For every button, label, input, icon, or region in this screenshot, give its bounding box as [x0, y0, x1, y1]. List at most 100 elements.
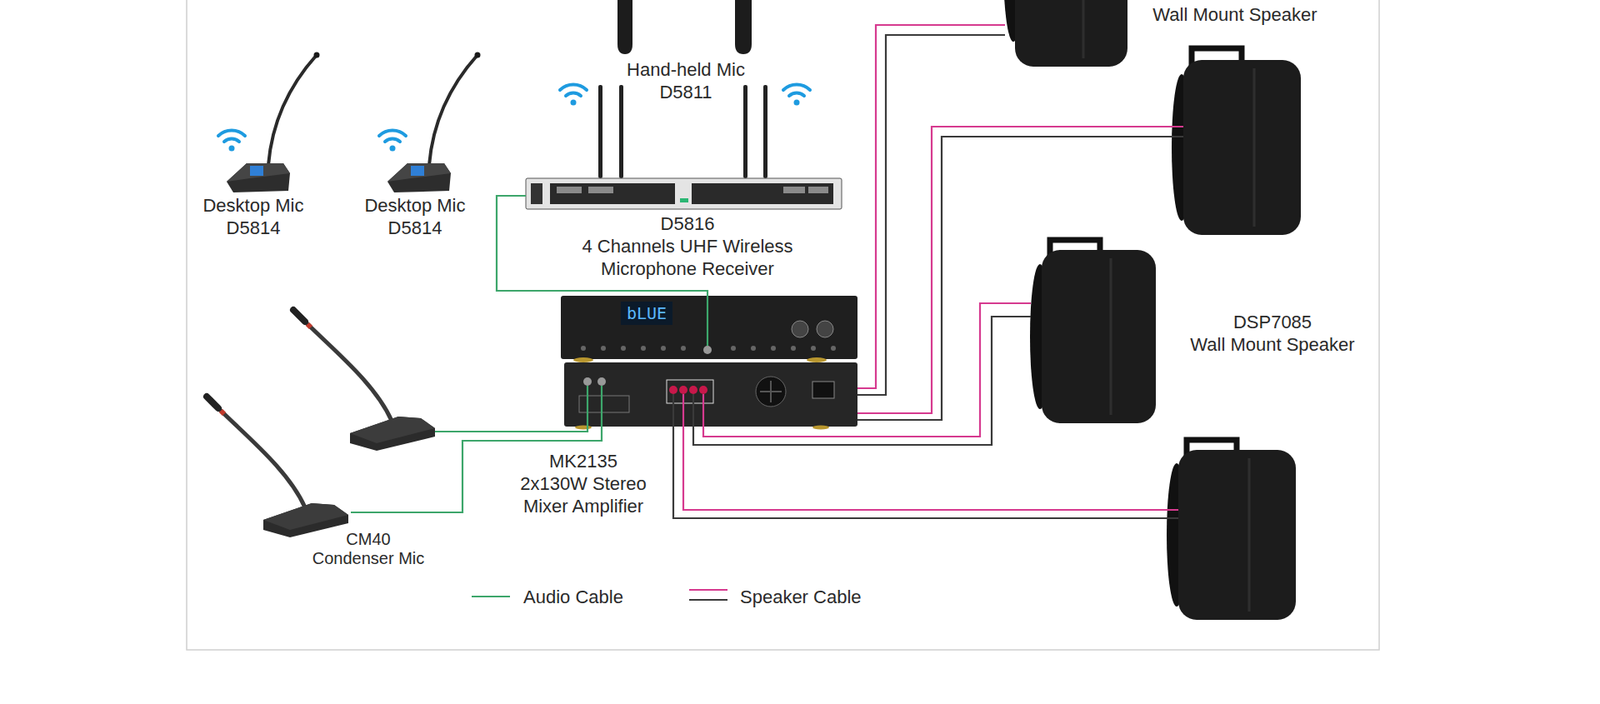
cable-wire-part [672, 394, 675, 427]
label-holder: Condenser Mic [312, 549, 425, 569]
amplifier-unit-part [573, 357, 594, 363]
device-label: Hand-held Mic [626, 58, 745, 81]
cable-connector [857, 25, 1005, 395]
amplifier-unit-part [580, 345, 586, 351]
label-holder: Audio Cable [523, 585, 624, 609]
cable-connector [693, 303, 1031, 445]
label-holder: Hand-held Mic [626, 58, 745, 81]
amplifier-unit-part [600, 345, 606, 351]
desktop-mic [226, 52, 320, 194]
wall-speaker-part [1178, 450, 1296, 620]
label-holder: D5811 [659, 80, 712, 104]
receiver-unit-part [619, 85, 624, 179]
amplifier-unit-part [640, 345, 646, 351]
device-description: 2x130W Stereo Mixer Amplifier [504, 472, 663, 518]
receiver-unit [525, 85, 842, 210]
receiver-unit-part [588, 186, 614, 194]
cable-line [703, 303, 1031, 437]
label-holder: 4 Channels UHF Wireless Microphone Recei… [562, 235, 813, 280]
cable-line [693, 316, 1031, 445]
device-box: Desktop MicD5814 [383, 50, 484, 194]
device-box: D58164 Channels UHF Wireless Microphone … [525, 178, 842, 210]
cable-wire-part [857, 126, 1184, 414]
wall-speaker-part [1082, 0, 1085, 59]
condenser-mic-part [303, 320, 392, 421]
amplifier-unit-part [791, 320, 809, 338]
device-description: D5814 [226, 216, 281, 240]
receiver-unit-part [763, 85, 768, 179]
legend-text: Audio Cable [523, 585, 624, 609]
amplifier-unit-part [620, 301, 673, 325]
label-holder: Wall Mount Speaker [1152, 3, 1317, 26]
cable-wire-part [586, 385, 589, 427]
label-holder: D5814 [226, 216, 281, 240]
label-holder: bLUE [620, 302, 673, 325]
wall-speaker-part [1041, 250, 1156, 424]
amplifier-unit-part [810, 345, 816, 351]
desktop-mic [387, 52, 481, 194]
condenser-mic-part [307, 324, 311, 328]
label-holder: CM40 [345, 530, 390, 550]
cable-wire-part [857, 136, 1184, 420]
amplifier-unit [560, 295, 858, 430]
device-box: Wall Mount Speaker [1005, 0, 1128, 67]
wifi-icon [218, 85, 810, 152]
wifi-icon-part [218, 130, 245, 152]
condenser-mic-part [350, 416, 435, 444]
device-label: Wall Mount Speaker [1152, 3, 1317, 26]
device-box: DSP7085Wall Mount Speaker [1030, 237, 1156, 424]
wall-speaker-part [1248, 458, 1251, 612]
label-holder: MK2135 [549, 450, 618, 473]
amplifier-unit-part [560, 295, 858, 360]
cable-line [857, 35, 1005, 395]
wall-speaker [1166, 440, 1296, 620]
label-holder: 2x130W Stereo Mixer Amplifier [504, 472, 663, 518]
wall-speaker-part [1253, 68, 1256, 227]
amplifier-unit-part [669, 385, 678, 395]
handheld-mic-part [617, 0, 633, 55]
amplifier-unit-part [680, 345, 686, 351]
desktop-mic-part [314, 52, 320, 59]
device-label: Desktop Mic [202, 194, 304, 217]
desktop-mic-part [226, 163, 290, 182]
wifi-icon-part [783, 85, 810, 106]
wall-speaker-part [1015, 0, 1128, 67]
amplifier-unit-part [575, 425, 592, 430]
amplifier-unit-part [597, 377, 606, 386]
wall-speaker-part [1110, 258, 1113, 415]
device-box: Hand-held MicD5811 [612, 0, 759, 57]
condenser-mic [206, 396, 349, 538]
legend-text: Speaker Cable [740, 585, 862, 609]
amplifier-unit-part [703, 345, 712, 355]
amplifier-unit-part [806, 357, 827, 363]
receiver-unit-part [556, 186, 582, 194]
desktop-mic-part [226, 163, 290, 193]
wall-speaker-part [1183, 60, 1301, 235]
label-holder: Desktop Mic [364, 194, 465, 217]
amplifier-unit-part [790, 345, 796, 351]
wall-speaker [1003, 0, 1128, 67]
device-label: DSP7085 [1233, 310, 1312, 334]
cable-line [857, 25, 1005, 389]
cable-wire-part [706, 295, 709, 346]
amplifier-unit-part [830, 345, 836, 351]
amplifier-unit-part [816, 320, 834, 338]
cable-wire-part [682, 394, 685, 427]
cable-wire [435, 126, 1184, 519]
receiver-unit-part [808, 186, 829, 194]
amplifier-unit-part [689, 385, 698, 395]
receiver-unit-part [783, 186, 805, 194]
label-holder: Wall Mount Speaker [1190, 333, 1355, 356]
device-label: D5816 [660, 212, 715, 235]
device-box: MK21352x130W Stereo Mixer Amplifier [560, 295, 858, 427]
device-box: Desktop MicD5814 [223, 50, 320, 194]
amplifier-unit-part [620, 345, 626, 351]
label-holder: D5816 [660, 212, 715, 235]
device-description: D5814 [388, 216, 443, 240]
wifi-icon-part [379, 130, 406, 152]
legend-sample-part [689, 589, 728, 591]
condenser-mic [293, 310, 435, 451]
handheld-mic [617, 0, 752, 55]
amplifier-unit-part [679, 385, 688, 395]
